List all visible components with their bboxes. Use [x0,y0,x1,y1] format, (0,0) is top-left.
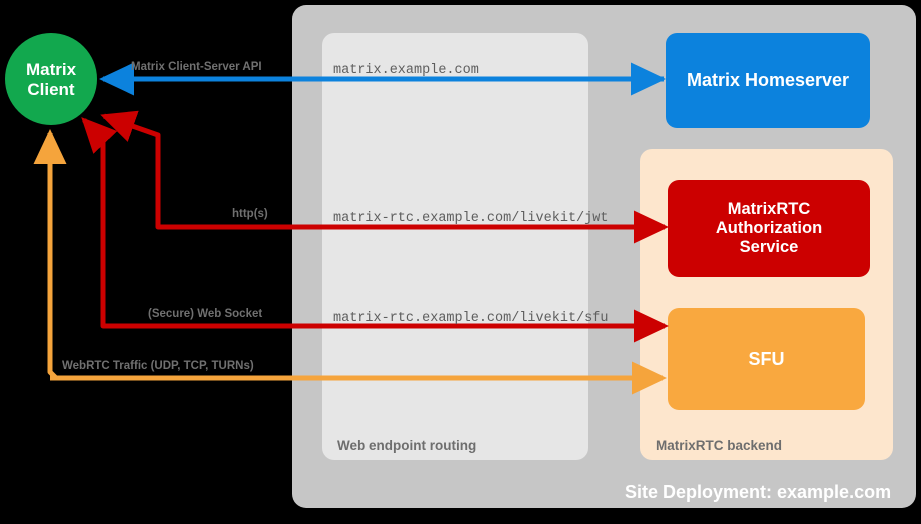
endpoint-matrix-host: matrix.example.com [333,63,479,78]
sfu-label: SFU [748,348,785,369]
sfu-box[interactable] [668,308,865,410]
caption-matrixrtc-backend: MatrixRTC backend [656,438,783,453]
matrixrtc-authorization-service-box[interactable] [668,180,870,277]
flow-label-websocket: (Secure) Web Socket [148,308,263,320]
flow-label-webrtc: WebRTC Traffic (UDP, TCP, TURNs) [62,360,254,372]
matrix-client-label-line1: Matrix [25,60,77,79]
auth-label-line1: MatrixRTC [727,200,811,218]
flow-label-cs-api: Matrix Client-Server API [131,61,262,73]
endpoint-livekit-jwt: matrix-rtc.example.com/livekit/jwt [333,211,609,226]
matrix-client-label: Matrix Client [5,52,97,108]
matrix-homeserver-label: Matrix Homeserver [686,70,850,90]
matrix-homeserver-box[interactable] [666,33,870,128]
endpoint-livekit-sfu: matrix-rtc.example.com/livekit/sfu [333,311,609,326]
web-endpoint-routing-container [322,33,588,460]
matrixrtc-authorization-service-label: MatrixRTC Authorization Service [668,180,870,277]
auth-label-line3: Service [739,238,799,256]
auth-label-line2: Authorization [715,219,823,237]
matrix-client-label-line2: Client [27,80,75,99]
flow-label-https: http(s) [232,208,268,220]
caption-web-endpoint-routing: Web endpoint routing [337,438,477,453]
matrix-client-circle[interactable] [5,33,97,125]
